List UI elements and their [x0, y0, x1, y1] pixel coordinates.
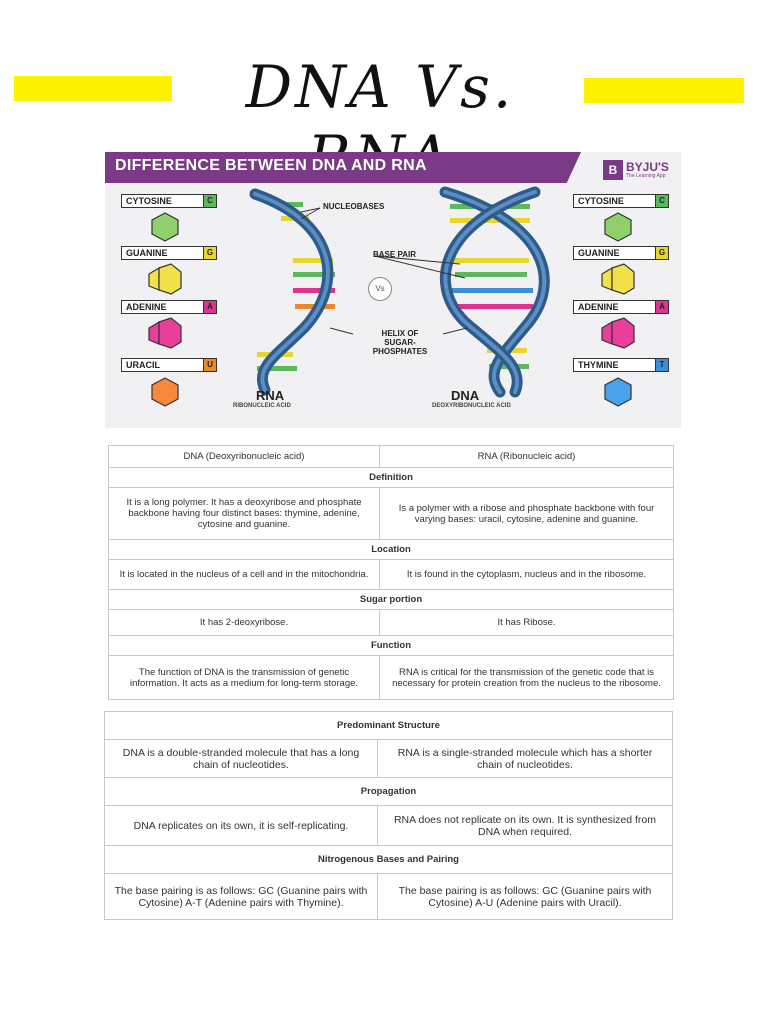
rna-cell: It is found in the cytoplasm, nucleus an… — [379, 559, 674, 590]
section-row: Nitrogenous Bases and Pairing — [104, 845, 673, 874]
left-base-label: ADENINE A — [121, 300, 217, 314]
infographic-banner: DIFFERENCE BETWEEN DNA AND RNA — [105, 152, 581, 183]
vs-badge: Vs — [368, 277, 392, 301]
dna-cell: The base pairing is as follows: GC (Guan… — [104, 873, 378, 920]
helix-callout: HELIX OF SUGAR-PHOSPHATES — [357, 329, 443, 356]
dna-full-label: DEOXYRIBONUCLEIC ACID — [432, 403, 511, 409]
base-name: THYMINE — [578, 360, 619, 370]
rna-cell: RNA is critical for the transmission of … — [379, 655, 674, 700]
helix-callout-line2: SUGAR-PHOSPHATES — [372, 338, 428, 356]
infographic-banner-text: DIFFERENCE BETWEEN DNA AND RNA — [115, 157, 427, 174]
base-chip: G — [655, 247, 668, 259]
base-chip: A — [203, 301, 216, 313]
right-base-label: GUANINE G — [573, 246, 669, 260]
adenine-molecule-icon — [148, 317, 182, 349]
rna-cell: It has Ribose. — [379, 609, 674, 636]
section-title: Function — [108, 635, 674, 656]
nucleobases-callout: NUCLEOBASES — [323, 202, 385, 211]
brand-logo-icon: B — [603, 160, 623, 180]
rna-cell: The base pairing is as follows: GC (Guan… — [377, 873, 673, 920]
section-title: Predominant Structure — [104, 711, 673, 740]
base-name: GUANINE — [578, 248, 620, 258]
section-row: Definition — [108, 467, 674, 488]
brand-tagline: The Learning App — [626, 173, 666, 179]
cytosine-molecule-icon — [151, 212, 179, 242]
base-name: CYTOSINE — [126, 196, 172, 206]
section-title: Definition — [108, 467, 674, 488]
table-row: The base pairing is as follows: GC (Guan… — [104, 873, 673, 920]
base-chip: C — [655, 195, 668, 207]
section-title: Propagation — [104, 777, 673, 806]
table-row: It is located in the nucleus of a cell a… — [108, 559, 674, 590]
table-row: The function of DNA is the transmission … — [108, 655, 674, 700]
brand-name: BYJU'S — [626, 160, 669, 174]
right-base-label: CYTOSINE C — [573, 194, 669, 208]
rna-cell: RNA is a single-stranded molecule which … — [377, 739, 673, 778]
base-name: ADENINE — [126, 302, 167, 312]
right-base-label: ADENINE A — [573, 300, 669, 314]
dna-cell: DNA is a double-stranded molecule that h… — [104, 739, 378, 778]
table-row: DNA is a double-stranded molecule that h… — [104, 739, 673, 778]
table-header-row: DNA (Deoxyribonucleic acid) RNA (Ribonuc… — [108, 445, 674, 468]
dna-label: DNA — [451, 388, 480, 403]
dna-header-cell: DNA (Deoxyribonucleic acid) — [108, 445, 380, 468]
table-row: It has 2-deoxyribose. It has Ribose. — [108, 609, 674, 636]
rna-full-label: RIBONUCLEIC ACID — [233, 403, 291, 409]
title-highlight-left — [14, 76, 172, 101]
left-base-label: URACIL U — [121, 358, 217, 372]
dna-cell: It is a long polymer. It has a deoxyribo… — [108, 487, 380, 540]
section-title: Nitrogenous Bases and Pairing — [104, 845, 673, 874]
base-name: URACIL — [126, 360, 160, 370]
rna-cell: Is a polymer with a ribose and phosphate… — [379, 487, 674, 540]
table-row: DNA replicates on its own, it is self-re… — [104, 805, 673, 846]
dna-cell: DNA replicates on its own, it is self-re… — [104, 805, 378, 846]
helix-illustration — [249, 186, 550, 398]
rna-cell: RNA does not replicate on its own. It is… — [377, 805, 673, 846]
base-chip: U — [203, 359, 216, 371]
section-row: Propagation — [104, 777, 673, 806]
base-name: GUANINE — [126, 248, 168, 258]
comparison-table-2: Predominant Structure DNA is a double-st… — [104, 711, 673, 920]
section-row: Function — [108, 635, 674, 656]
section-row: Predominant Structure — [104, 711, 673, 740]
base-name: ADENINE — [578, 302, 619, 312]
rna-label: RNA — [256, 388, 285, 403]
rna-header-cell: RNA (Ribonucleic acid) — [379, 445, 674, 468]
thymine-molecule-icon — [604, 377, 632, 407]
section-row: Sugar portion — [108, 589, 674, 610]
helix-callout-line1: HELIX OF — [381, 329, 419, 338]
base-pair-callout: BASE PAIR — [373, 250, 416, 259]
base-chip: G — [203, 247, 216, 259]
guanine-molecule-icon — [601, 263, 635, 295]
adenine-molecule-icon — [601, 317, 635, 349]
section-title: Sugar portion — [108, 589, 674, 610]
base-chip: T — [655, 359, 668, 371]
uracil-molecule-icon — [151, 377, 179, 407]
title-highlight-right — [584, 78, 744, 103]
comparison-table-1: DNA (Deoxyribonucleic acid) RNA (Ribonuc… — [108, 445, 674, 700]
left-base-label: CYTOSINE C — [121, 194, 217, 208]
dna-cell: The function of DNA is the transmission … — [108, 655, 380, 700]
table-row: It is a long polymer. It has a deoxyribo… — [108, 487, 674, 540]
base-name: CYTOSINE — [578, 196, 624, 206]
cytosine-molecule-icon — [604, 212, 632, 242]
dna-rna-infographic: DIFFERENCE BETWEEN DNA AND RNA B BYJU'S … — [105, 152, 681, 428]
base-chip: C — [203, 195, 216, 207]
right-base-label: THYMINE T — [573, 358, 669, 372]
brand-logo: B BYJU'S The Learning App — [603, 160, 669, 180]
dna-cell: It has 2-deoxyribose. — [108, 609, 380, 636]
dna-cell: It is located in the nucleus of a cell a… — [108, 559, 380, 590]
section-row: Location — [108, 539, 674, 560]
guanine-molecule-icon — [148, 263, 182, 295]
left-base-label: GUANINE G — [121, 246, 217, 260]
section-title: Location — [108, 539, 674, 560]
base-chip: A — [655, 301, 668, 313]
